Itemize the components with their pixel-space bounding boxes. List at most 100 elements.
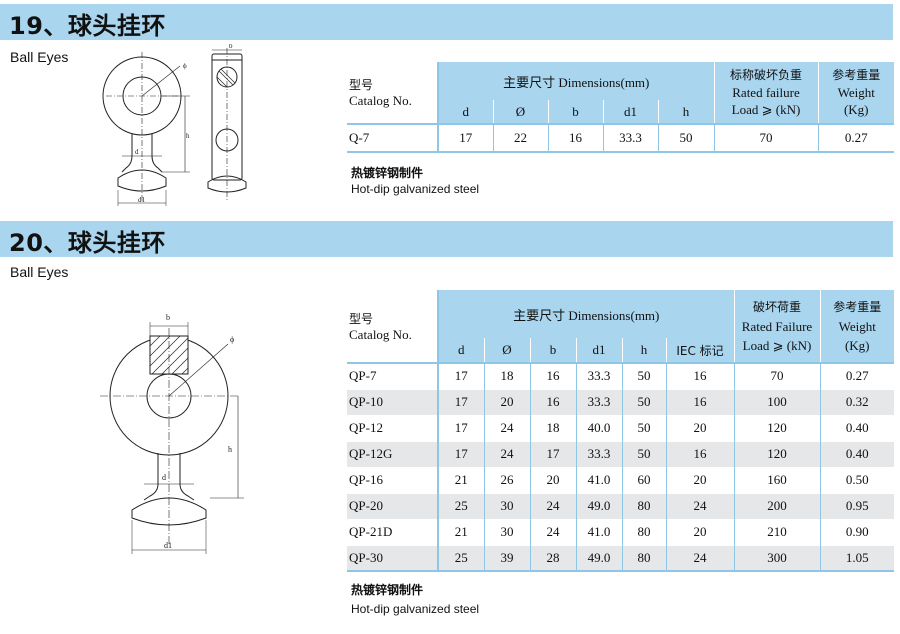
cell-h: 80 <box>622 545 667 571</box>
cell-weight: 0.27 <box>844 130 868 145</box>
cell-h: 50 <box>622 389 667 415</box>
cell-phi: 18 <box>484 363 531 389</box>
table-row: QP-21D 21 30 24 41.0 80 20 210 0.90 <box>347 519 894 545</box>
col-b: b <box>530 338 577 363</box>
cell-b: 24 <box>530 493 577 519</box>
cell-h: 50 <box>622 363 667 389</box>
cell-d: 17 <box>438 389 485 415</box>
failure-header-unit: Load ⩾ (kN) <box>742 337 812 353</box>
table-row: QP-16 21 26 20 41.0 60 20 160 0.50 <box>347 467 894 493</box>
cell-b: 16 <box>530 363 577 389</box>
col-phi: Ø <box>493 100 549 124</box>
cell-iec: 16 <box>666 441 735 467</box>
failure-header-zh: 标称破坏负重 <box>729 68 802 82</box>
table-row: QP-20 25 30 24 49.0 80 24 200 0.95 <box>347 493 894 519</box>
weight-header-zh: 参考重量 <box>833 299 882 314</box>
cell-phi: 20 <box>484 389 531 415</box>
cell-phi: 24 <box>484 415 531 441</box>
section-20-header-bar: 20、球头挂环 <box>0 221 893 257</box>
dimensions-header: 主要尺寸 Dimensions(mm) <box>438 290 735 338</box>
table-row: QP-7 17 18 16 33.3 50 16 70 0.27 <box>347 363 894 389</box>
cell-catalog: QP-21D <box>347 519 439 545</box>
drawing-20-d-label: d <box>162 473 166 482</box>
cell-d: 17 <box>438 441 485 467</box>
cell-d: 21 <box>438 467 485 493</box>
cell-h: 50 <box>658 124 715 152</box>
cell-d1: 40.0 <box>576 415 623 441</box>
cell-b: 16 <box>530 389 577 415</box>
cell-d1: 33.3 <box>576 441 623 467</box>
section-20-spec-table: 型号 Catalog No. 主要尺寸 Dimensions(mm) 破坏荷重 … <box>347 290 894 572</box>
cell-failure: 160 <box>734 467 821 493</box>
weight-header-zh: 参考重量 <box>832 68 881 82</box>
cell-d1: 49.0 <box>576 493 623 519</box>
cell-phi: 30 <box>484 493 531 519</box>
table-row: Q-7 17 22 16 33.3 50 70 0.27 <box>347 124 894 152</box>
drawing-20-phi-label: ϕ <box>230 335 234 344</box>
section-20-note-zh: 热镀锌钢制件 <box>351 583 424 597</box>
section-19-drawing: ϕ h d d1 b <box>102 44 247 206</box>
failure-load-header: 标称破坏负重 Rated failure Load ⩾ (kN) <box>714 62 819 124</box>
cell-iec: 20 <box>666 415 735 441</box>
cell-catalog: QP-12 <box>347 415 439 441</box>
drawing-19-h-label: h <box>186 132 190 140</box>
catalog-header-en: Catalog No. <box>349 326 412 342</box>
weight-header-en: Weight <box>837 85 875 100</box>
failure-load-header: 破坏荷重 Rated Failure Load ⩾ (kN) <box>734 290 821 363</box>
cell-d1: 33.3 <box>603 124 659 152</box>
cell-phi: 22 <box>493 124 549 152</box>
cell-d1: 41.0 <box>576 519 623 545</box>
drawing-19-b-label: b <box>229 44 233 50</box>
cell-h: 80 <box>622 493 667 519</box>
dimensions-header: 主要尺寸 Dimensions(mm) <box>438 62 715 100</box>
cell-iec: 24 <box>666 545 735 571</box>
catalog-header: 型号 Catalog No. <box>347 62 439 124</box>
section-20-title: 20、球头挂环 <box>9 229 166 257</box>
catalog-header-zh: 型号 <box>349 78 374 92</box>
cell-h: 80 <box>622 519 667 545</box>
cell-catalog: QP-10 <box>347 389 439 415</box>
cell-failure: 120 <box>734 441 821 467</box>
cell-h: 50 <box>622 415 667 441</box>
cell-d1: 33.3 <box>576 389 623 415</box>
table-row: QP-12 17 24 18 40.0 50 20 120 0.40 <box>347 415 894 441</box>
cell-d: 17 <box>438 363 485 389</box>
cell-weight: 0.40 <box>845 420 869 435</box>
cell-d1: 41.0 <box>576 467 623 493</box>
col-h: h <box>658 100 715 124</box>
section-19-spec-table: 型号 Catalog No. 主要尺寸 Dimensions(mm) 标称破坏负… <box>347 62 894 153</box>
weight-header-unit: (Kg) <box>843 102 869 117</box>
catalog-header-en: Catalog No. <box>349 93 412 108</box>
cell-weight: 0.50 <box>845 472 869 487</box>
cell-b: 20 <box>530 467 577 493</box>
drawing-20-d1-label: d1 <box>164 541 172 550</box>
section-20-subtitle: Ball Eyes <box>10 264 69 280</box>
cell-catalog: QP-7 <box>347 363 439 389</box>
cell-d: 25 <box>438 493 485 519</box>
cell-weight: 0.32 <box>820 389 894 415</box>
cell-catalog: QP-30 <box>347 545 439 571</box>
cell-failure: 70 <box>734 363 821 389</box>
section-19-subtitle: Ball Eyes <box>10 49 69 65</box>
cell-h: 60 <box>622 467 667 493</box>
table-row: QP-30 25 39 28 49.0 80 24 300 1.05 <box>347 545 894 571</box>
cell-b: 17 <box>530 441 577 467</box>
cell-catalog: QP-12G <box>347 441 439 467</box>
cell-failure: 300 <box>734 545 821 571</box>
cell-failure: 210 <box>734 519 821 545</box>
failure-header-zh: 破坏荷重 <box>752 299 801 314</box>
section-19-note-zh: 热镀锌钢制件 <box>351 166 424 180</box>
col-d1: d1 <box>603 100 659 124</box>
cell-b: 16 <box>548 124 604 152</box>
cell-weight: 1.05 <box>820 545 894 571</box>
table-row: QP-12G 17 24 17 33.3 50 16 120 0.40 <box>347 441 894 467</box>
cell-catalog: Q-7 <box>347 124 439 152</box>
col-b: b <box>548 100 604 124</box>
cell-iec: 20 <box>666 467 735 493</box>
cell-failure: 200 <box>734 493 821 519</box>
col-d1: d1 <box>576 338 623 363</box>
col-iec-mark: IEC 标记 <box>666 338 735 363</box>
cell-weight: 0.40 <box>820 441 894 467</box>
cell-phi: 30 <box>484 519 531 545</box>
cell-d: 25 <box>438 545 485 571</box>
